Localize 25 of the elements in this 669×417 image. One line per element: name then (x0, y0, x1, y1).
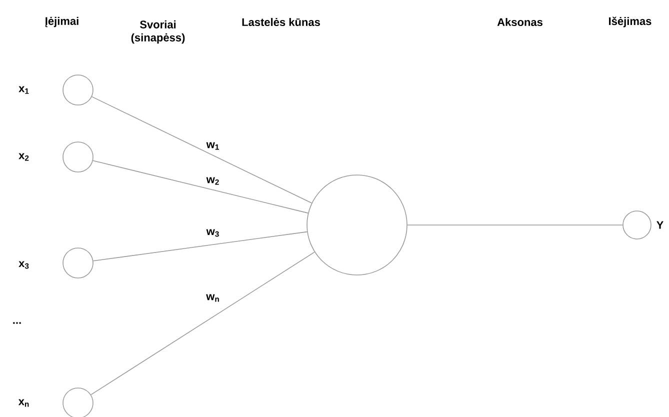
column-heading: Aksonas (497, 18, 542, 26)
column-heading: Svoriai (sinapėss) (131, 20, 185, 44)
input-node-circle (62, 248, 94, 278)
weight-label: w$_{2}$ (205, 176, 221, 186)
input-label: x$_{3}$ (18, 261, 29, 269)
weight-label: w$_{3}$ (205, 228, 221, 238)
connection-line (90, 252, 315, 396)
weight-label: w$_{1}$ (205, 141, 221, 151)
connection-line (92, 160, 308, 214)
input-node-circle (62, 74, 94, 106)
connection-line (407, 224, 623, 226)
input-label: x$_{2}$ (18, 153, 29, 161)
output-node-circle (622, 210, 652, 240)
output-label: Y (656, 221, 664, 229)
input-label: x$_{1}$ (18, 86, 29, 94)
input-label: x$_{n}$ (18, 399, 29, 407)
connection-line (91, 96, 312, 204)
column-heading: Lastelės kūnas (242, 18, 320, 26)
ellipsis-label: ... (13, 322, 21, 324)
input-node-circle (62, 142, 94, 172)
column-heading: Išėjimas (609, 16, 652, 28)
connection-line (92, 231, 308, 262)
weight-label: w$_{n}$ (205, 293, 221, 303)
column-heading: Įėjimai (45, 16, 78, 28)
neuron-body-circle (306, 174, 408, 276)
